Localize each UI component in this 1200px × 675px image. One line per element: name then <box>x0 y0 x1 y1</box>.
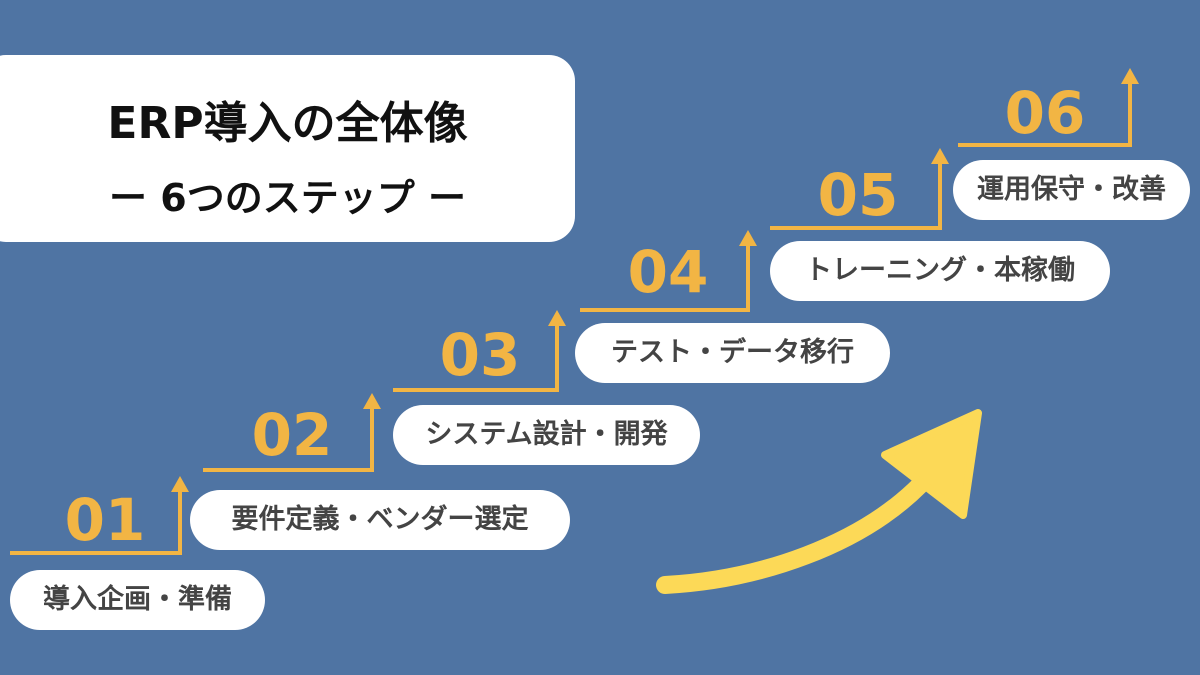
step-line-03 <box>393 322 559 392</box>
step-line-02 <box>203 405 374 472</box>
step-line-06 <box>958 80 1132 147</box>
step-label-01: 導入企画・準備 <box>10 570 265 630</box>
step-number-03: 03 <box>439 321 521 389</box>
arrowhead-icon <box>1121 68 1139 84</box>
title-sub: ー 6つのステップ ー <box>109 176 466 220</box>
step-number-05: 05 <box>817 161 899 229</box>
step-number-04: 04 <box>627 238 709 306</box>
step-label-05: トレーニング・本稼働 <box>770 241 1110 301</box>
arrowhead-icon <box>739 230 757 246</box>
step-line-05 <box>770 160 942 230</box>
step-label-04: テスト・データ移行 <box>575 323 890 383</box>
step-number-06: 06 <box>1004 79 1086 147</box>
step-label-02: 要件定義・ベンダー選定 <box>190 490 570 550</box>
step-line-01 <box>10 488 182 555</box>
title-main: ERP導入の全体像 <box>107 98 468 149</box>
arrowhead-icon <box>548 310 566 326</box>
step-label-03: システム設計・開発 <box>393 405 700 465</box>
arrowhead-icon <box>363 393 381 409</box>
step-label-06: 運用保守・改善 <box>953 160 1190 220</box>
growth-arrowhead-icon <box>881 409 982 519</box>
step-line-04 <box>580 242 750 312</box>
step-number-02: 02 <box>251 401 333 469</box>
title-card: ERP導入の全体像 ー 6つのステップ ー <box>0 55 575 242</box>
growth-arrow-icon <box>656 476 929 594</box>
arrowhead-icon <box>931 148 949 164</box>
step-number-01: 01 <box>64 486 146 554</box>
arrowhead-icon <box>171 476 189 492</box>
